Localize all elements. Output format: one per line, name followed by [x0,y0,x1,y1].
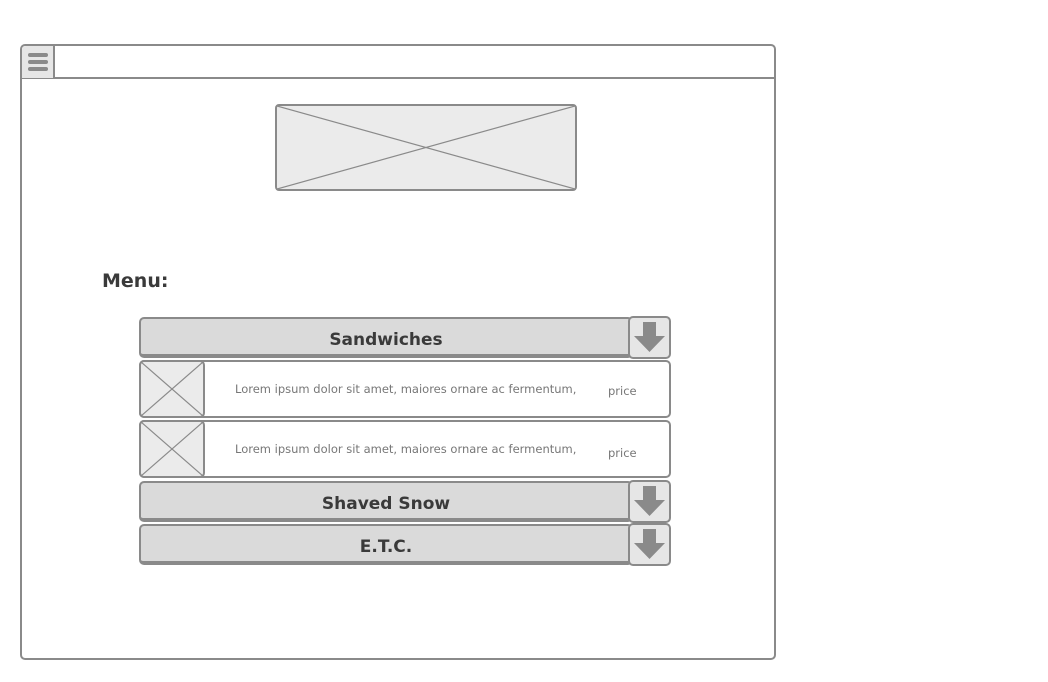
item-description: Lorem ipsum dolor sit amet, maiores orna… [235,442,577,456]
category-title: Sandwiches [329,330,443,350]
menu-item[interactable]: Lorem ipsum dolor sit amet, maiores orna… [139,420,671,478]
category-shaved-snow[interactable]: Shaved Snow [139,480,671,523]
menu-heading: Menu: [102,270,169,292]
image-placeholder-icon [141,362,203,416]
expand-button[interactable] [628,480,671,523]
category-header[interactable]: Shaved Snow [139,481,633,522]
browser-window: Menu: Sandwiches Lorem ipsum dolor sit a… [20,44,776,660]
category-title: E.T.C. [359,537,413,557]
hamburger-icon [28,60,48,64]
item-image-placeholder [139,360,205,418]
expand-button[interactable] [628,316,671,359]
item-image-placeholder [139,420,205,478]
category-header[interactable]: E.T.C. [139,524,633,565]
arrow-down-icon [634,529,665,559]
expand-button[interactable] [628,523,671,566]
arrow-down-icon [634,322,665,352]
item-price: price [608,446,637,460]
item-price: price [608,384,637,398]
image-placeholder-icon [141,422,203,476]
category-title: Shaved Snow [321,494,451,514]
hamburger-menu-button[interactable] [22,46,55,78]
hamburger-icon [28,67,48,71]
logo-image-placeholder [275,104,577,191]
arrow-down-icon [634,486,665,516]
category-header[interactable]: Sandwiches [139,317,633,358]
hamburger-icon [28,53,48,57]
category-etc[interactable]: E.T.C. [139,523,671,566]
title-bar [22,46,774,79]
menu-item[interactable]: Lorem ipsum dolor sit amet, maiores orna… [139,360,671,418]
item-description: Lorem ipsum dolor sit amet, maiores orna… [235,382,577,396]
category-sandwiches[interactable]: Sandwiches [139,316,671,359]
image-placeholder-icon [277,106,575,189]
